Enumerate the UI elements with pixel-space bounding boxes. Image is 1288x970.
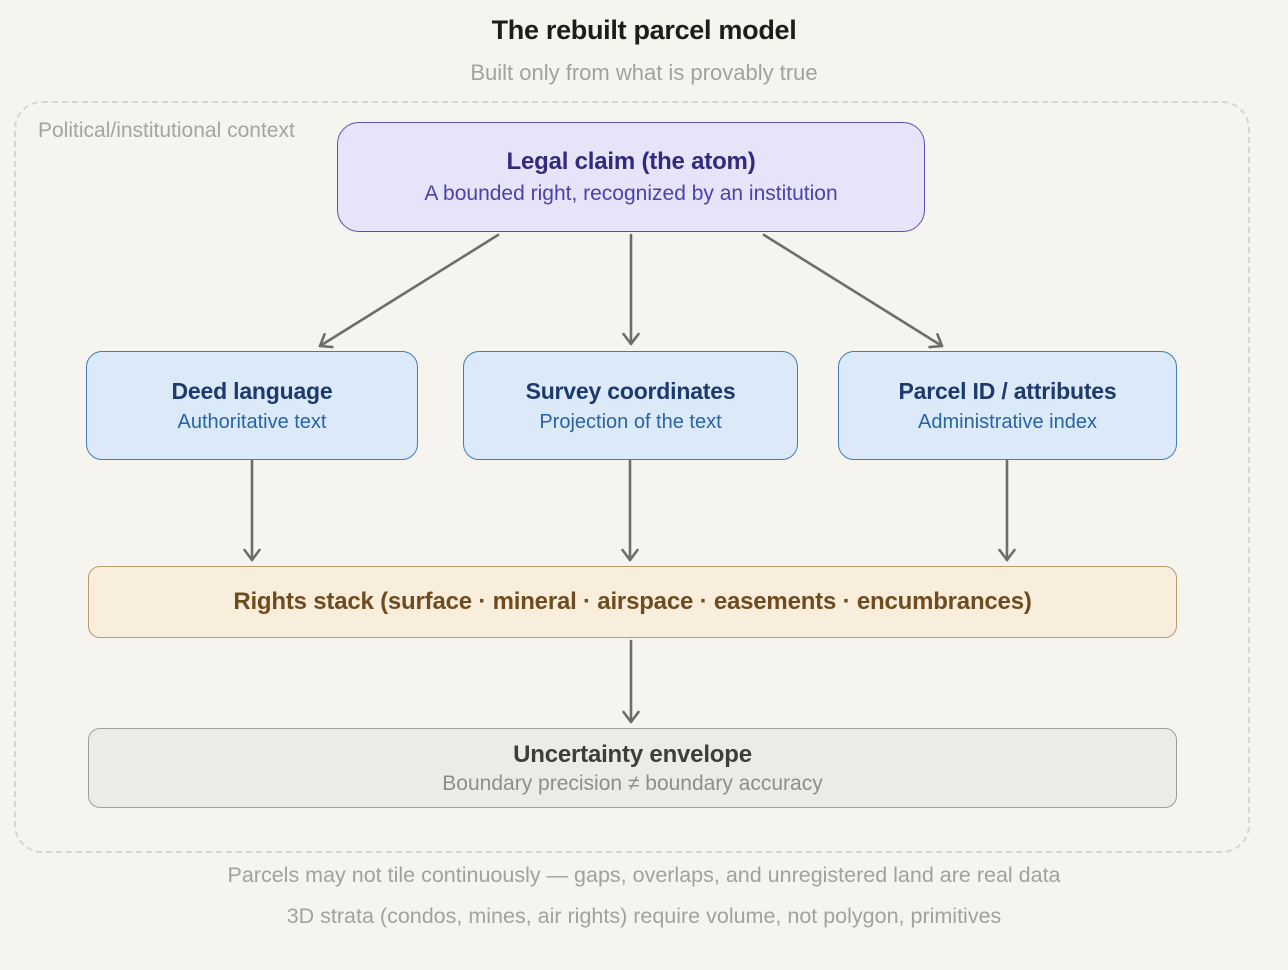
node-survey-coordinates-title: Survey coordinates bbox=[525, 377, 736, 404]
node-rights-stack: Rights stack (surface · mineral · airspa… bbox=[88, 566, 1177, 638]
node-deed-language: Deed language Authoritative text bbox=[86, 351, 418, 460]
node-survey-coordinates-subtitle: Projection of the text bbox=[539, 410, 722, 433]
page-title: The rebuilt parcel model bbox=[491, 15, 797, 45]
node-legal-claim-subtitle: A bounded right, recognized by an instit… bbox=[424, 182, 838, 205]
node-legal-claim: Legal claim (the atom) A bounded right, … bbox=[337, 122, 925, 232]
node-legal-claim-title: Legal claim (the atom) bbox=[506, 148, 756, 175]
node-uncertainty-envelope-subtitle: Boundary precision ≠ boundary accuracy bbox=[442, 771, 823, 795]
page-subtitle: Built only from what is provably true bbox=[470, 60, 818, 85]
node-parcel-id-attributes-subtitle: Administrative index bbox=[918, 410, 1097, 433]
node-uncertainty-envelope: Uncertainty envelope Boundary precision … bbox=[88, 728, 1177, 808]
node-deed-language-title: Deed language bbox=[171, 377, 333, 404]
node-survey-coordinates: Survey coordinates Projection of the tex… bbox=[463, 351, 798, 460]
node-rights-stack-title: Rights stack (surface · mineral · airspa… bbox=[233, 588, 1032, 615]
node-parcel-id-attributes-title: Parcel ID / attributes bbox=[898, 377, 1117, 404]
node-uncertainty-envelope-title: Uncertainty envelope bbox=[513, 740, 752, 768]
node-parcel-id-attributes: Parcel ID / attributes Administrative in… bbox=[838, 351, 1177, 460]
political-context-frame bbox=[14, 101, 1250, 853]
node-deed-language-subtitle: Authoritative text bbox=[177, 410, 327, 433]
footnote-tiling: Parcels may not tile continuously — gaps… bbox=[227, 863, 1061, 887]
footnote-3d-strata: 3D strata (condos, mines, air rights) re… bbox=[286, 904, 1002, 928]
political-context-label: Political/institutional context bbox=[38, 119, 295, 142]
